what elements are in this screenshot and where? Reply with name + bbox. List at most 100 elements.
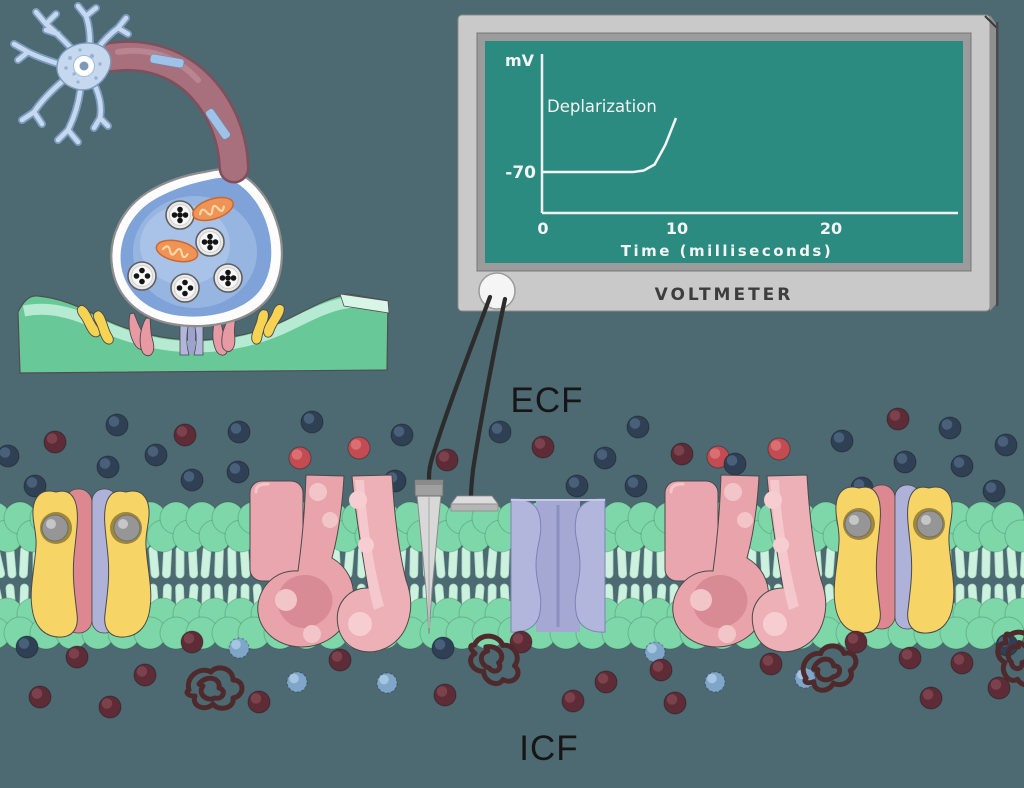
- leak-channel: [510, 498, 606, 633]
- synaptic-vesicle: [165, 200, 195, 230]
- ion-navy: [830, 429, 854, 453]
- voltmeter-screen: [485, 41, 963, 263]
- ion-navy: [105, 413, 129, 437]
- x-tick-10: 10: [666, 219, 688, 238]
- ion-red: [288, 446, 312, 470]
- ion-navy: [982, 479, 1006, 503]
- postsynaptic-cell: [17, 293, 389, 374]
- node-of-ranvier: [205, 108, 231, 140]
- ion-navy: [624, 474, 648, 498]
- ion-navy: [23, 474, 47, 498]
- ion-navy: [938, 416, 962, 440]
- postsynaptic-membrane-block: [17, 293, 390, 374]
- lipid-tail: [0, 545, 6, 579]
- node-of-ranvier: [149, 53, 185, 69]
- ion-maroon: [561, 689, 585, 713]
- postsynaptic-channel: [179, 322, 204, 356]
- potential-graph: mV -70 Deplarization 0 10 20 Time (milli…: [505, 51, 958, 260]
- synaptic-terminal: [110, 167, 283, 328]
- ion-maroon: [649, 658, 673, 682]
- axon: [96, 40, 250, 184]
- vesicle-layer: [127, 200, 243, 303]
- synaptic-vesicle: [195, 227, 225, 257]
- ion-navy: [950, 454, 974, 478]
- ion-maroon: [759, 652, 783, 676]
- ion-navy: [226, 460, 250, 484]
- ion-navy: [723, 452, 747, 476]
- ion-maroon: [328, 648, 352, 672]
- lipid-tail: [1019, 545, 1024, 579]
- ion-lightblue: [704, 671, 726, 693]
- ion-navy: [390, 423, 414, 447]
- voltmeter-port: [478, 272, 516, 310]
- ion-navy: [227, 420, 251, 444]
- ion-maroon: [919, 686, 943, 710]
- ion-maroon: [898, 646, 922, 670]
- ion-maroon: [886, 407, 910, 431]
- recording-electrodes: [414, 479, 499, 635]
- membrane-potential-trace: [542, 117, 678, 174]
- ion-navy: [15, 635, 39, 659]
- synaptic-vesicle: [127, 261, 157, 291]
- presynaptic-neuron: [10, 2, 283, 328]
- mitochondrion: [155, 239, 199, 263]
- ion-maroon: [173, 423, 197, 447]
- icf-label: ICF: [519, 729, 578, 768]
- sodium-potassium-pump-right: [833, 484, 955, 634]
- wire-to-needle: [426, 294, 493, 484]
- resting-potential-label: -70: [505, 163, 536, 183]
- sodium-potassium-pump-left: [30, 488, 152, 638]
- ion-maroon: [180, 630, 204, 654]
- ion-lightblue: [228, 637, 250, 659]
- ion-maroon: [247, 690, 271, 714]
- lipid-head: [1004, 519, 1024, 553]
- wire-to-plate: [468, 296, 508, 499]
- ion-navy: [593, 446, 617, 470]
- x-axis-label: Time (milliseconds): [621, 242, 833, 260]
- voltmeter-label: VOLTMETER: [655, 285, 794, 305]
- surface-electrode: [450, 495, 499, 505]
- soma-and-dendrites: [10, 2, 132, 146]
- depolarization-annotation: Deplarization: [547, 97, 657, 116]
- ion-maroon: [433, 683, 457, 707]
- ion-navy: [180, 468, 204, 492]
- x-tick-20: 20: [820, 219, 842, 238]
- ion-red: [767, 437, 791, 461]
- ion-navy: [488, 420, 512, 444]
- ion-lightblue: [376, 672, 398, 694]
- ion-navy: [893, 450, 917, 474]
- ion-maroon: [509, 630, 533, 654]
- y-axis-label: mV: [505, 51, 535, 70]
- ecf-ion-layer: [0, 407, 1018, 503]
- ion-navy: [96, 455, 120, 479]
- ion-maroon: [950, 651, 974, 675]
- ion-navy: [626, 415, 650, 439]
- ion-maroon: [670, 442, 694, 466]
- voltmeter: mV -70 Deplarization 0 10 20 Time (milli…: [457, 14, 999, 312]
- ion-maroon: [844, 630, 868, 654]
- mitochondria-layer: [155, 196, 234, 263]
- ion-navy: [300, 410, 324, 434]
- ion-maroon: [43, 430, 67, 454]
- ion-navy: [144, 443, 168, 467]
- block-top-facet: [339, 293, 390, 314]
- gated-channel-right: [663, 473, 828, 654]
- ion-lightblue: [286, 671, 308, 693]
- mitochondrion: [192, 196, 234, 222]
- ion-navy: [994, 433, 1018, 457]
- ion-maroon: [65, 645, 89, 669]
- membrane-proteins: [30, 473, 955, 654]
- ion-maroon: [594, 670, 618, 694]
- ion-maroon: [133, 663, 157, 687]
- x-tick-0: 0: [537, 219, 548, 238]
- ion-maroon: [98, 695, 122, 719]
- ion-navy: [565, 474, 589, 498]
- ion-maroon: [987, 676, 1011, 700]
- ion-maroon: [663, 691, 687, 715]
- gated-channel-left: [248, 473, 413, 654]
- synaptic-vesicle: [170, 273, 200, 303]
- ion-navy: [431, 636, 455, 660]
- ion-red: [347, 436, 371, 460]
